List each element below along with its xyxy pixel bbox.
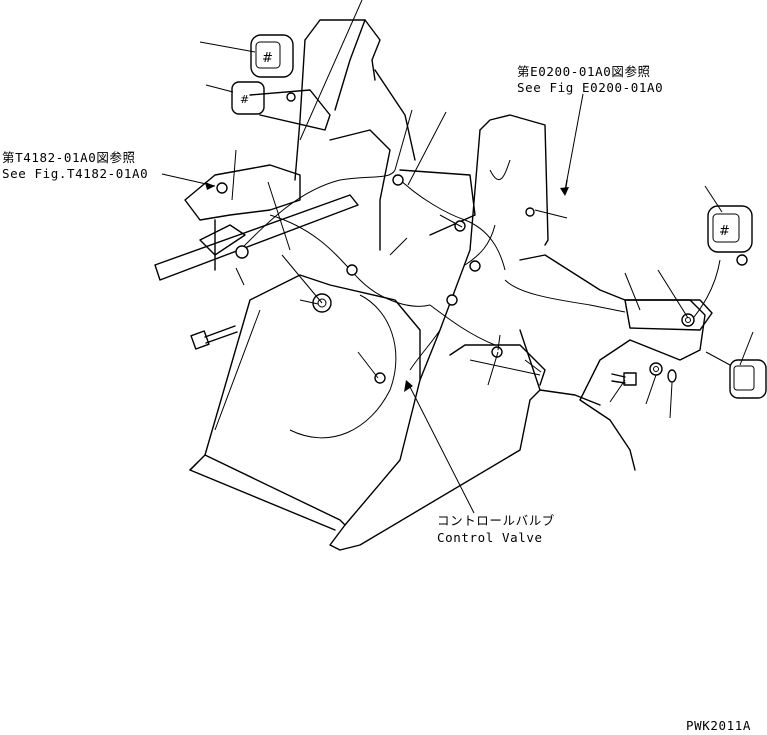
svg-text:#: #	[262, 51, 273, 66]
electrical-ref-jp-label: 第E0200-01A0図参照	[517, 64, 651, 79]
work-lamp-icon: # #	[231, 34, 331, 131]
work-lamp-icon	[729, 359, 767, 399]
frame-ref-en-label: See Fig.T4182-01A0	[2, 166, 149, 181]
wiring-harness	[239, 169, 731, 371]
bolt-icon	[611, 372, 637, 386]
svg-text:#: #	[240, 93, 249, 106]
electrical-ref-en-label: See Fig E0200-01A0	[517, 80, 664, 95]
leader-lines	[161, 0, 754, 514]
frame-ref-jp-label: 第T4182-01A0図参照	[2, 150, 136, 165]
arrow-icon	[404, 380, 413, 392]
washer-icon	[667, 369, 677, 383]
svg-text:#: #	[719, 224, 730, 239]
arrow-icon	[560, 179, 569, 196]
machine-body	[154, 19, 713, 551]
arrow-icon	[205, 182, 215, 190]
work-lamp-icon: #	[707, 205, 753, 266]
bolt-icon	[190, 325, 238, 350]
clip-icon	[216, 174, 695, 384]
control-valve-en-label: Control Valve	[437, 530, 543, 545]
drawing-code: PWK2011A	[686, 718, 752, 733]
nut-icon	[649, 362, 663, 376]
control-valve-jp-label: コントロールバルブ	[437, 513, 555, 528]
